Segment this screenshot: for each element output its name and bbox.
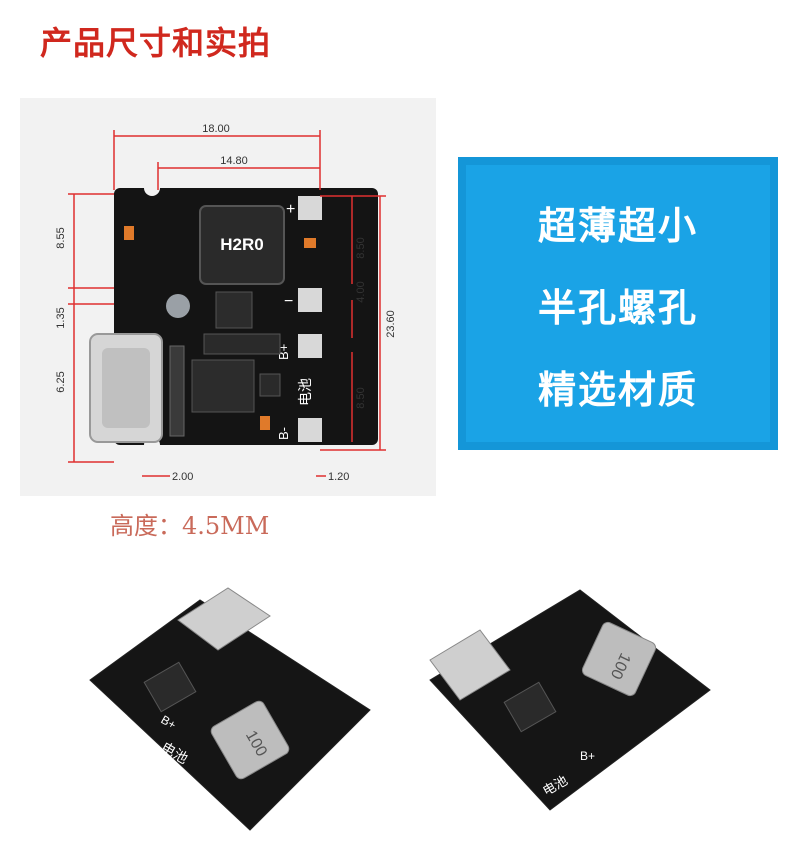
top-notch [144, 180, 160, 196]
inductor-label: H2R0 [220, 235, 263, 254]
feature-thin-small: 超薄超小 [537, 204, 698, 248]
svg-text:B+: B+ [159, 712, 179, 732]
feature-box: 超薄超小 半孔螺孔 精选材质 [458, 157, 778, 450]
pad-plus [298, 196, 322, 220]
svg-text:+: + [286, 201, 295, 218]
svg-text:8.50: 8.50 [355, 237, 367, 258]
svg-text:8.55: 8.55 [55, 227, 67, 248]
svg-text:14.80: 14.80 [220, 155, 248, 167]
svg-text:2.00: 2.00 [172, 471, 193, 483]
svg-text:18.00: 18.00 [202, 123, 230, 135]
pad-bplus [298, 334, 322, 358]
feature-material: 精选材质 [537, 368, 698, 412]
inductor [199, 205, 285, 285]
page-title: 产品尺寸和实拍 [40, 24, 272, 62]
svg-text:6.25: 6.25 [55, 371, 67, 392]
svg-text:1.35: 1.35 [55, 307, 67, 328]
svg-text:8.50: 8.50 [355, 387, 367, 408]
feature-half-hole: 半孔螺孔 [537, 286, 698, 330]
svg-text:电池: 电池 [298, 378, 314, 406]
svg-text:4.00: 4.00 [355, 281, 367, 302]
svg-text:1.20: 1.20 [328, 471, 349, 483]
dimension-diagram: H2R0 + − B+ B- 电池 18.00 14.80 8. [55, 123, 397, 483]
svg-text:−: − [284, 293, 293, 310]
svg-text:B-: B- [276, 427, 291, 440]
pad-minus [298, 288, 322, 312]
product-photo-right: 100 B+ 电池 [429, 589, 711, 811]
product-photo-left: 100 电池 B+ [89, 587, 371, 831]
main-chip [191, 359, 255, 413]
pad-bminus [298, 418, 322, 442]
svg-text:23.60: 23.60 [385, 310, 397, 338]
height-note: 高度：4.5MM [110, 512, 270, 540]
svg-text:B+: B+ [580, 749, 595, 763]
